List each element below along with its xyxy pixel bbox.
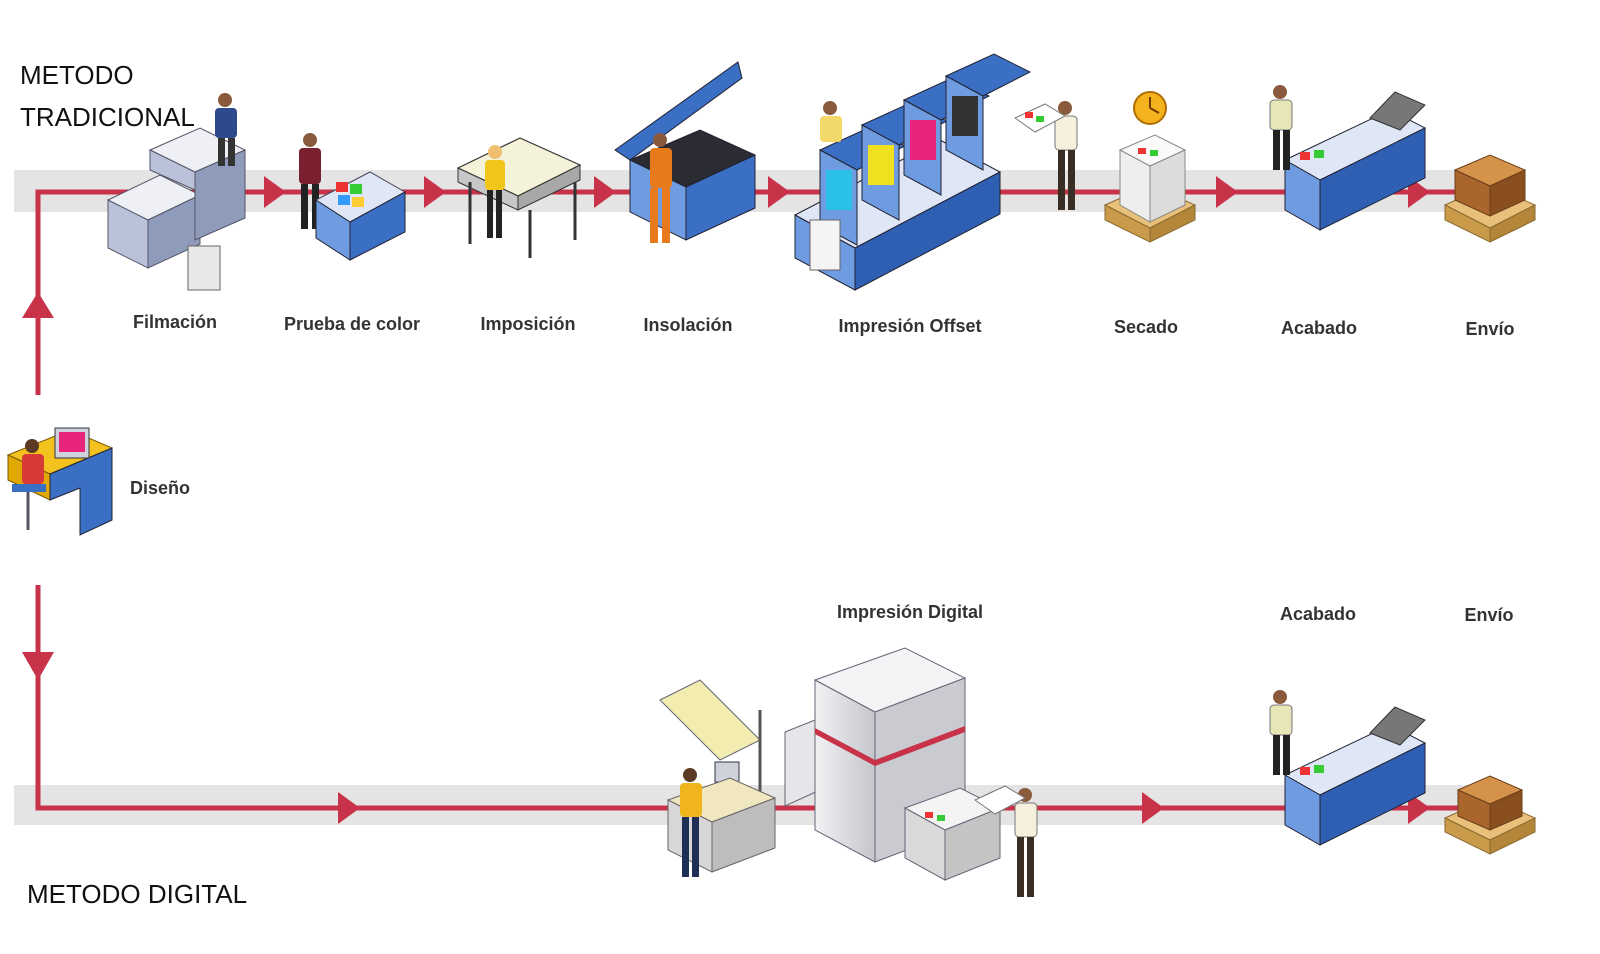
arrow-right-icon [1216,176,1238,208]
stage-label-envio-digital: Envío [1464,605,1514,625]
design-workstation-icon [6,427,114,536]
arrow-right-icon [594,176,616,208]
stage-label-diseno: Diseño [129,478,191,498]
arrow-right-icon [338,792,360,824]
arrow-right-icon [1142,792,1164,824]
platemaker-exposure-unit-icon [614,61,757,243]
stage-label-imposicion: Imposición [480,314,576,334]
shipping-boxes-pallet-icon [1443,154,1537,243]
finishing-machine-icon [1269,690,1427,846]
imposition-light-table-icon [456,137,582,258]
digital-method-title: METODO DIGITAL [27,879,248,909]
stage-label-envio: Envío [1465,319,1515,339]
stage-label-insolacion: Insolación [643,315,733,335]
shipping-boxes-pallet-icon [1443,775,1537,855]
arrow-right-icon [1408,792,1430,824]
offset-press-icon [793,53,1078,291]
traditional-title-line2: TRADICIONAL [20,102,195,132]
traditional-title-line1: METODO [20,60,134,90]
imagesetter-icon [106,93,247,291]
stage-label-impresion-offset: Impresión Offset [838,316,982,336]
arrow-down-icon [22,652,54,680]
stage-label-acabado: Acabado [1280,318,1358,338]
arrow-right-icon [768,176,790,208]
stage-label-filmacion: Filmación [132,312,218,332]
arrow-right-icon [424,176,446,208]
digital-press-icon [659,647,1038,897]
color-proof-printer-icon [299,133,407,261]
stage-label-impresion-digital: Impresión Digital [836,602,984,622]
flow-arrows [22,176,1430,824]
stage-label-secado: Secado [1113,317,1179,337]
stage-label-acabado-digital: Acabado [1279,604,1357,624]
finishing-machine-icon [1269,85,1427,231]
stage-label-prueba-de-color: Prueba de color [283,314,421,334]
arrow-up-icon [22,292,54,318]
drying-pallet-clock-icon [1103,91,1197,243]
arrow-right-icon [264,176,286,208]
traditional-method-title: METODO TRADICIONAL [20,54,195,138]
